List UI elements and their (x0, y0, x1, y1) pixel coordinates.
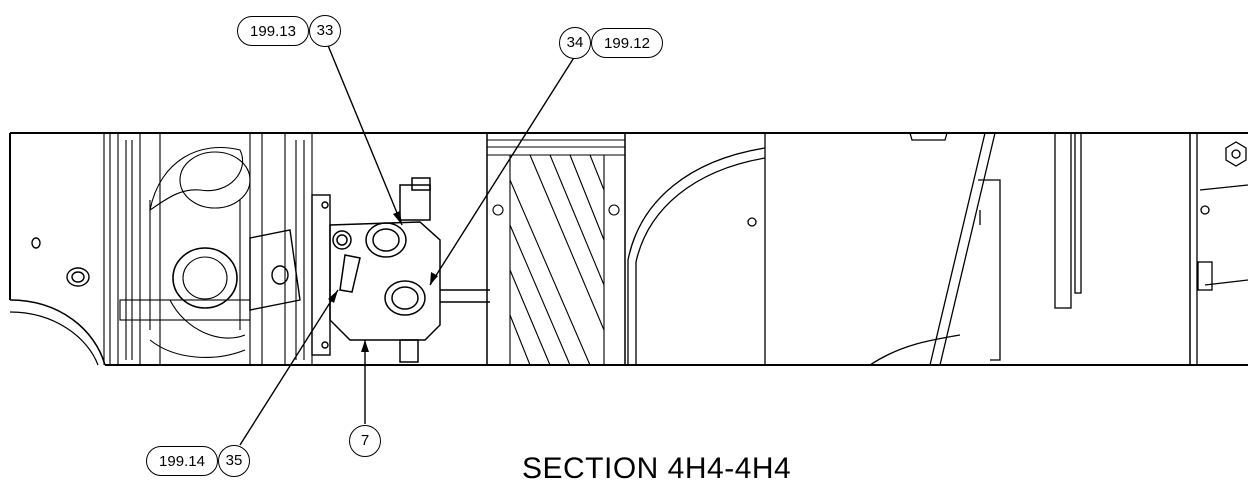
callout-label: 199.14 (146, 446, 218, 476)
callout-label: 199.13 (237, 16, 309, 46)
filter-section (486, 133, 626, 366)
housing-outline (9, 132, 1248, 366)
callout-label: 199.12 (591, 28, 663, 58)
callout-number: 34 (559, 27, 591, 59)
section-title: SECTION 4H4-4H4 (522, 452, 792, 485)
callout-number: 7 (349, 425, 381, 457)
callout-number: 33 (309, 15, 341, 47)
leader-lines (239, 42, 576, 446)
valve-block (329, 177, 490, 363)
hinge-panel (929, 132, 1001, 366)
drain-pan-section (627, 132, 961, 366)
fan-assembly (103, 133, 313, 365)
brackets (1054, 132, 1248, 365)
callout-number: 35 (218, 445, 250, 477)
leader-arrowheads (328, 211, 438, 352)
left-end-details (31, 237, 90, 287)
